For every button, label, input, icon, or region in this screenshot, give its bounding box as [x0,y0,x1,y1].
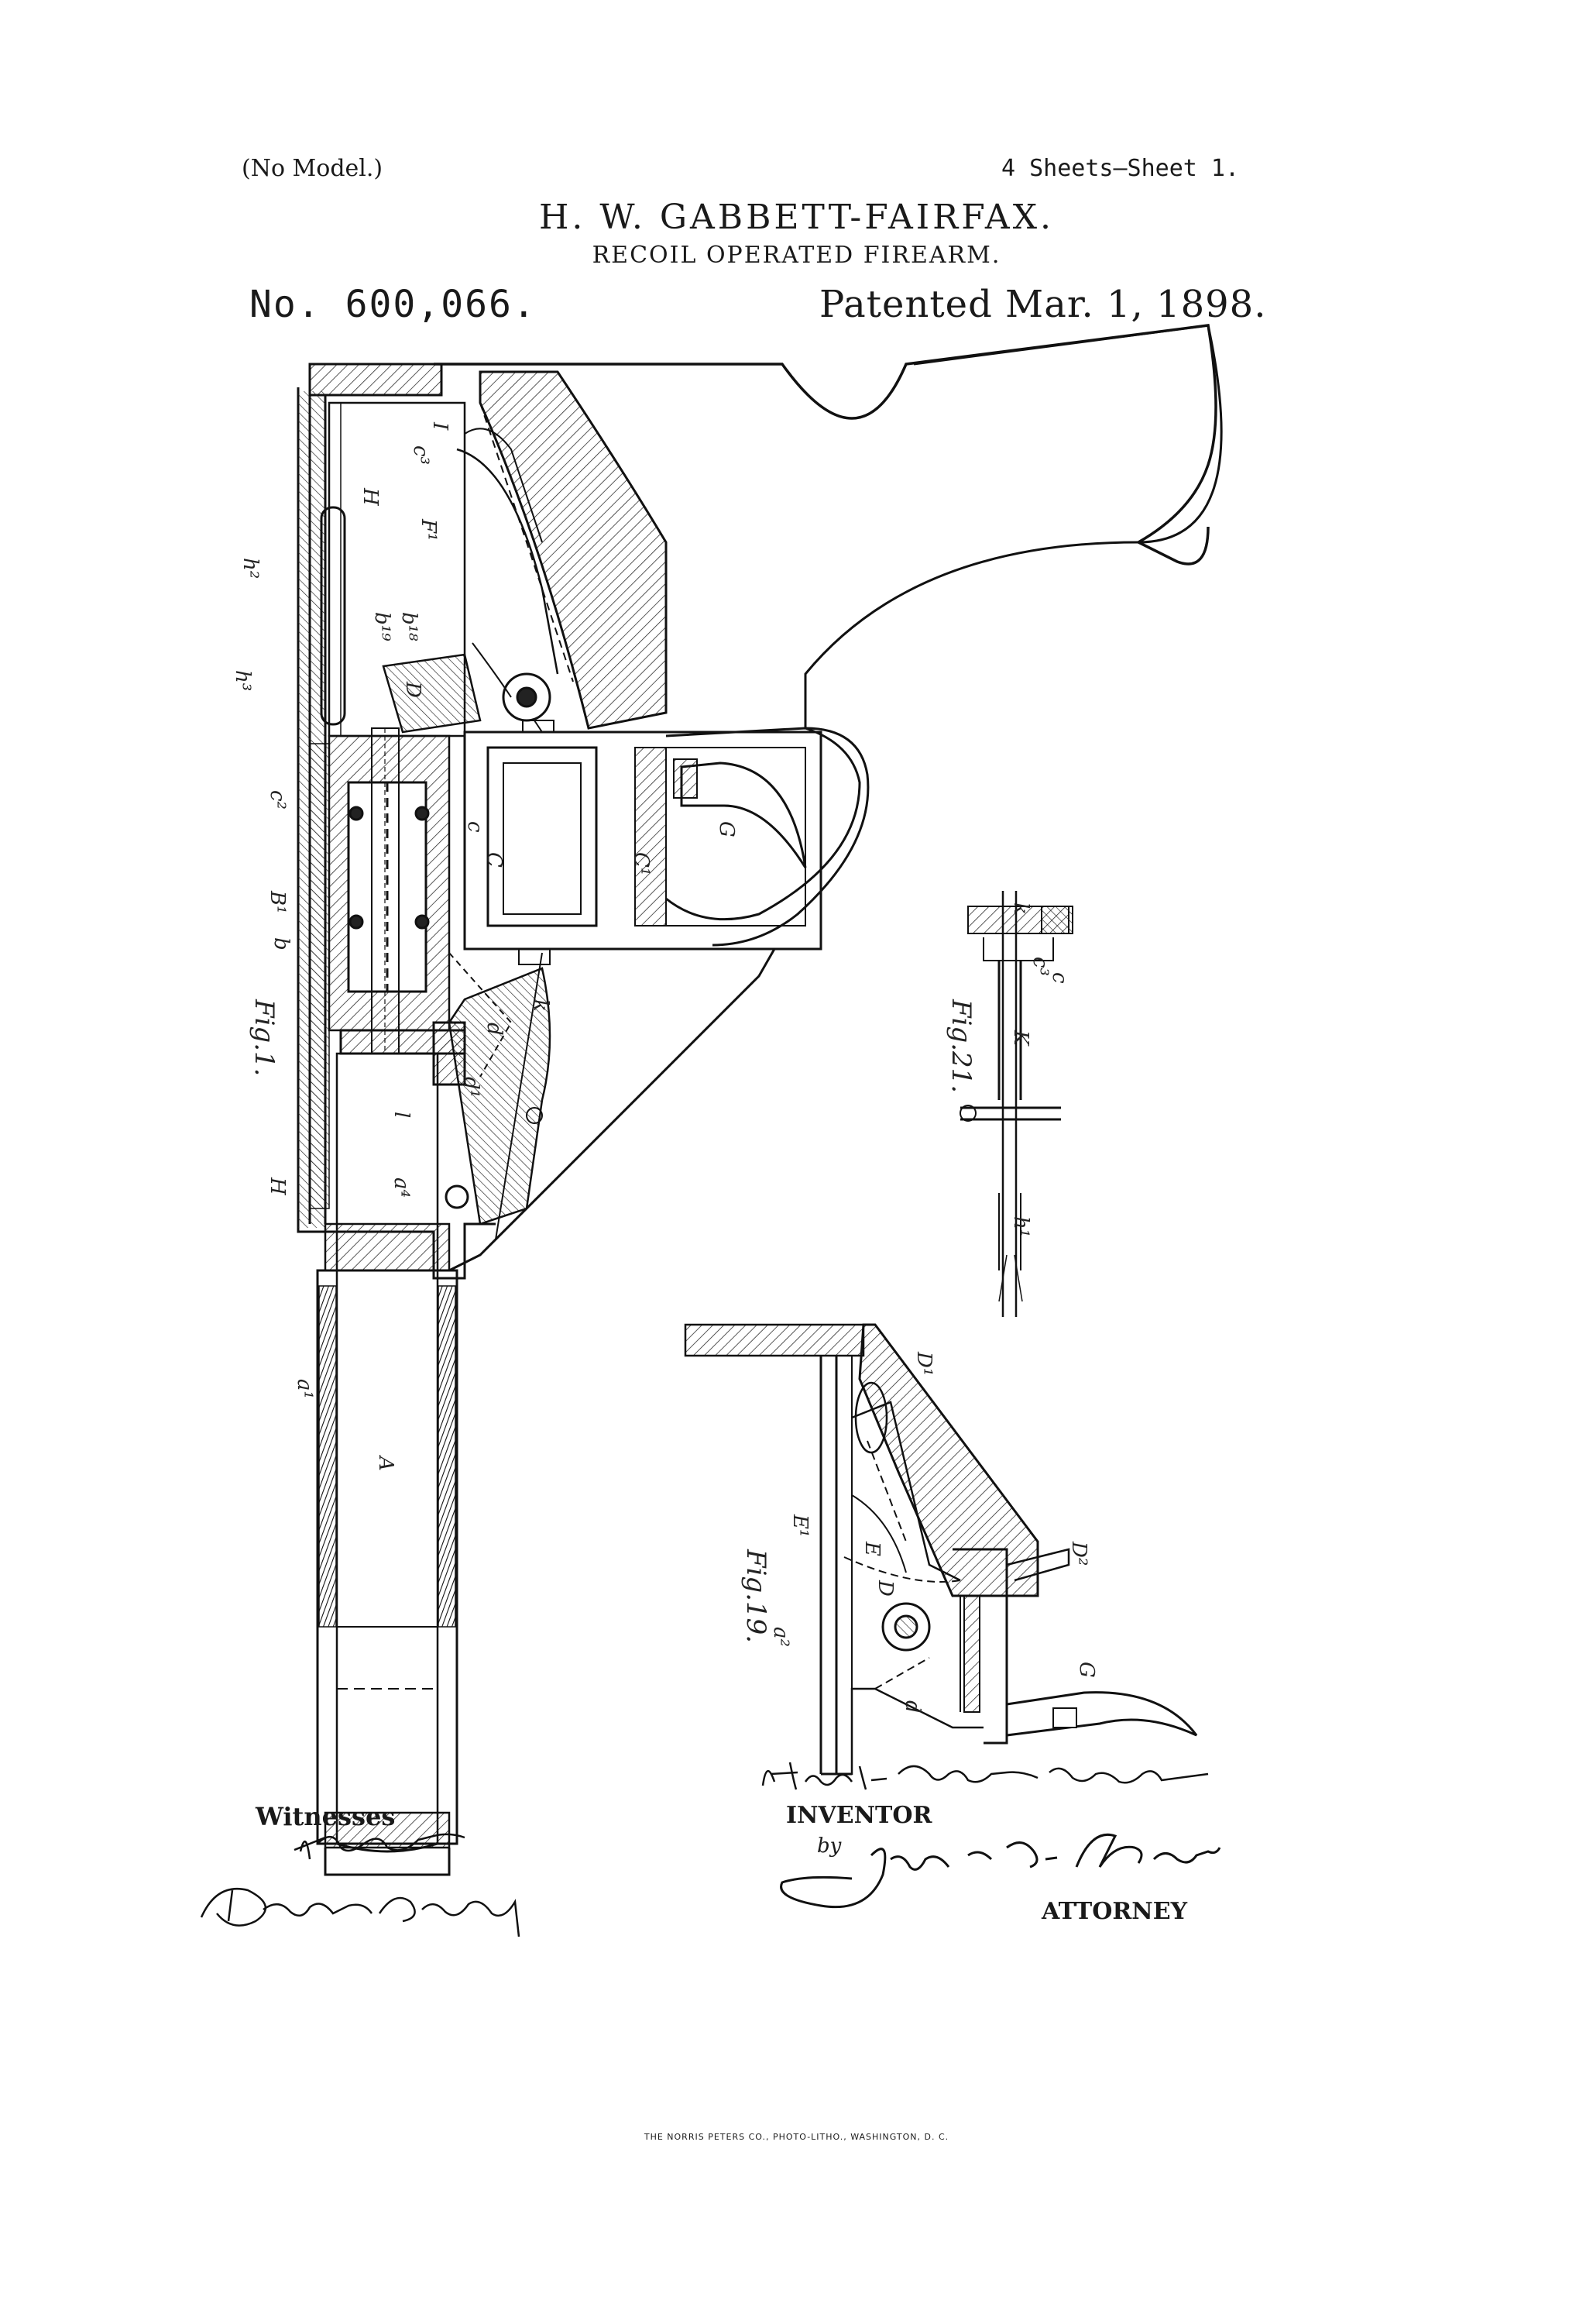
witness-signature-1 [294,1833,465,1860]
ref-D-fig19: D [874,1580,897,1597]
ref-b19: b¹⁹ [370,612,393,641]
no-model-label: (No Model.) [242,155,383,182]
top-strap [308,363,443,397]
grip-profile [434,324,1217,566]
inventor-label: INVENTOR [786,1802,932,1829]
ref-d1: d¹ [459,1077,482,1098]
ref-B1: B¹ [266,890,289,914]
witness-signature-2 [200,1887,520,1937]
figure-19-labels: D¹ E D E¹ a² D² G d Fig.19. [740,1351,1098,1714]
inventor-signature [761,1762,1209,1790]
ref-D1-fig19: D¹ [912,1351,936,1376]
ref-d-fig19: d [901,1700,924,1714]
inventor-name-heading: H. W. GABBETT-FAIRFAX. [538,198,1055,237]
figure-21-labels: k c c³ K h¹ Fig.21. [946,902,1071,1237]
witnesses-label: Witnesses [256,1802,396,1831]
ref-I: I [428,421,451,431]
ref-b: b [270,937,293,951]
attorney-signature [780,1834,1221,1909]
fig-21-label: Fig.21. [946,999,977,1093]
ref-h1-fig21: h¹ [1009,1216,1032,1237]
patent-number: No. 600,066. [249,283,537,326]
figure-1-labels: h² H I c³ F¹ D b¹⁸ b¹⁹ c C C¹ c² G B¹ b … [231,421,738,1471]
ref-l: l [390,1112,413,1118]
ref-F1: F¹ [417,518,440,541]
attorney-label: ATTORNEY [1042,1898,1187,1925]
ref-c: c [463,821,486,833]
ref-a2-fig19: a² [769,1627,792,1647]
ref-b18: b¹⁸ [397,612,421,641]
ref-C1: C¹ [630,852,653,875]
sheet-count-label: 4 Sheets—Sheet 1. [1001,155,1240,182]
ref-E-fig19: E [860,1541,884,1556]
ref-c3: c³ [409,445,432,465]
ref-A: A [374,1455,397,1471]
ref-D: D [401,681,424,698]
figure-19-drawing [684,1323,1198,1776]
ref-G-fig19: G [1075,1662,1098,1678]
ref-k-fig21: k [1009,902,1032,915]
ref-d: d [482,1023,506,1036]
stock-section [479,370,668,730]
printer-credit: THE NORRIS PETERS CO., PHOTO-LITHO., WAS… [644,2132,949,2142]
ref-c3-fig21: c³ [1028,957,1052,976]
fig-1-label: Fig.1. [249,999,280,1076]
figure-21-drawing [960,891,1073,1317]
ref-H-upper: H [359,487,382,507]
patent-date: Patented Mar. 1, 1898. [819,283,1267,326]
figure-1-drawing [297,324,1223,1876]
ref-G: G [715,821,738,837]
ref-E1-fig19: E¹ [788,1514,812,1537]
ref-c-fig21: c [1048,972,1071,984]
ref-h3: h³ [231,670,254,691]
ref-a4: a⁴ [390,1177,413,1198]
by-label: by [817,1834,842,1858]
ref-a1: a¹ [293,1379,316,1399]
ref-D2-fig19: D² [1067,1541,1090,1566]
ref-k: k [529,999,552,1012]
invention-title: RECOIL OPERATED FIREARM. [592,242,1001,269]
ref-K-fig21: K [1009,1030,1032,1047]
ref-c2: c² [266,790,289,810]
receiver-outline [297,387,496,1280]
ref-h2: h² [239,558,262,579]
ref-C: C [482,852,506,868]
ref-H-lower: H [266,1177,289,1196]
fig-19-label: Fig.19. [740,1549,771,1643]
